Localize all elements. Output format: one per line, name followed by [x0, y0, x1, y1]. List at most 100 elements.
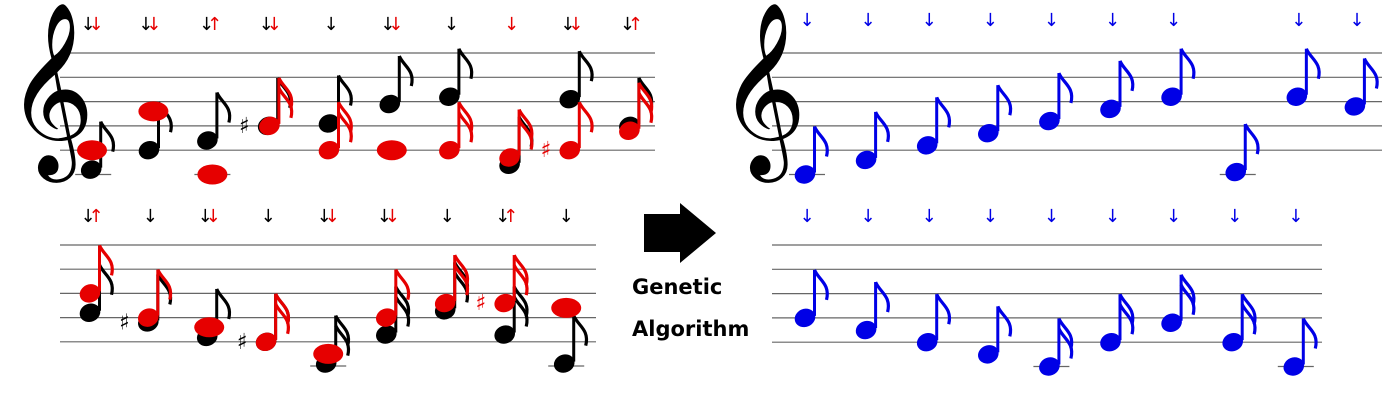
arrow-down-icon: ↓	[267, 14, 282, 35]
note-head	[439, 140, 460, 160]
note-head	[551, 297, 582, 318]
arrow-down-icon: ↓	[198, 206, 213, 227]
note-flag	[394, 268, 411, 300]
note-flag	[1304, 48, 1321, 80]
note-head	[977, 345, 999, 364]
sixteenth-note	[499, 108, 534, 167]
arrow-down-icon: ↓	[1166, 206, 1181, 227]
note-flag	[577, 50, 594, 82]
note-head	[1161, 313, 1182, 332]
arrow-down-icon: ↓	[206, 206, 221, 227]
note-head	[1286, 87, 1308, 106]
note-head	[138, 101, 169, 122]
arrow-down-icon: ↓	[88, 14, 103, 35]
eighth-note	[1219, 123, 1260, 182]
whole-note	[77, 140, 107, 161]
after-staff-1: 𝄞↓↓↓↓↓↓↓↓↓	[718, 1, 1382, 184]
note-flag	[277, 87, 294, 119]
note-flag	[1057, 72, 1074, 104]
note-flag	[274, 303, 291, 335]
arrow-down-icon: ↓	[80, 206, 95, 227]
arrow-down-icon: ↓	[620, 14, 635, 35]
sharp-icon: ♯	[540, 138, 551, 163]
note-flag	[1362, 57, 1379, 89]
note-head	[379, 94, 401, 114]
arrow-up-icon: ↑	[628, 14, 643, 35]
before-staff-1: 𝄞↓↓↓↓↓↑↓↓↓↓↓↓↓↓↓↓↑♯♯	[6, 1, 655, 185]
whole-note	[194, 317, 225, 338]
sixteenth-note	[318, 101, 353, 160]
arrow-down-icon: ↓	[1288, 206, 1303, 227]
note-flag	[397, 55, 414, 87]
arrow-down-icon: ↓	[380, 14, 395, 35]
note-head	[1344, 97, 1366, 116]
arrow-up-icon: ↑	[503, 206, 518, 227]
whole-note	[194, 164, 231, 185]
eighth-note	[548, 314, 589, 373]
eighth-note	[916, 293, 952, 352]
note-head	[494, 325, 516, 344]
note-flag	[337, 74, 353, 106]
eighth-note	[1286, 48, 1321, 106]
note-head	[1161, 87, 1182, 106]
arrow-down-icon: ↓	[261, 206, 276, 227]
arrow-down-icon: ↓	[495, 206, 510, 227]
note-head	[916, 332, 938, 352]
note-flag	[1240, 303, 1257, 335]
note-flag	[935, 293, 952, 325]
arrow-down-icon: ↓	[1044, 206, 1059, 227]
note-head	[1100, 332, 1121, 352]
arrow-down-icon: ↓	[559, 206, 574, 227]
sixteenth-note	[1161, 274, 1196, 332]
note-head	[1039, 357, 1060, 376]
note-head	[138, 140, 160, 160]
note-flag	[1179, 48, 1196, 80]
note-flag	[1243, 123, 1260, 155]
note-flag	[453, 264, 470, 296]
note-flag	[337, 111, 353, 143]
arrow-down-icon: ↓	[922, 10, 937, 31]
eighth-note	[977, 84, 1013, 143]
arrow-down-icon: ↓	[440, 206, 455, 227]
arrow-down-icon: ↓	[388, 14, 403, 35]
whole-note	[313, 343, 344, 364]
arrow-up-icon: ↑	[207, 14, 222, 35]
eighth-note	[439, 48, 474, 106]
sixteenth-note	[619, 82, 654, 140]
note-head	[434, 293, 456, 313]
note-flag	[577, 101, 594, 133]
eighth-note	[789, 125, 829, 184]
sharp-icon: ♯	[119, 310, 130, 335]
arrow-down-icon: ↓	[259, 14, 274, 35]
eighth-note	[1344, 57, 1379, 116]
note-flag	[1118, 60, 1135, 92]
arrow-down-icon: ↓	[1044, 10, 1059, 31]
arrow-down-icon: ↓	[1166, 10, 1181, 31]
note-head	[855, 150, 877, 170]
arrow-down-icon: ↓	[146, 14, 161, 35]
note-flag	[512, 264, 529, 296]
note-head	[916, 136, 938, 155]
sixteenth-note: ♯	[475, 254, 529, 316]
note-head	[197, 164, 228, 185]
arrow-down-icon: ↓	[1349, 10, 1364, 31]
arrow-down-icon: ↓	[504, 14, 519, 35]
note-flag	[874, 281, 890, 313]
arrow-up-icon: ↑	[88, 206, 103, 227]
eighth-note	[1161, 48, 1196, 106]
arrow-down-icon: ↓	[80, 14, 95, 35]
arrow-down-icon: ↓	[317, 206, 332, 227]
arrow-right-icon	[644, 203, 716, 263]
staves-layer: 𝄞↓↓↓↓↓↑↓↓↓↓↓↓↓↓↓↓↑♯♯↓↑↓↓↓↓↓↓↓↓↓↓↑↓♯♯♯𝄞↓↓…	[6, 1, 1382, 376]
note-flag	[813, 269, 829, 301]
arrow-down-icon: ↓	[143, 206, 158, 227]
arrow-down-icon: ↓	[444, 14, 459, 35]
note-flag	[1179, 284, 1196, 316]
arrow-down-icon: ↓	[1227, 206, 1242, 227]
caption-line-2: Algorithm	[632, 317, 749, 341]
arrow-down-icon: ↓	[861, 206, 876, 227]
note-head	[794, 308, 816, 328]
note-head	[376, 325, 397, 344]
note-flag	[215, 91, 232, 123]
